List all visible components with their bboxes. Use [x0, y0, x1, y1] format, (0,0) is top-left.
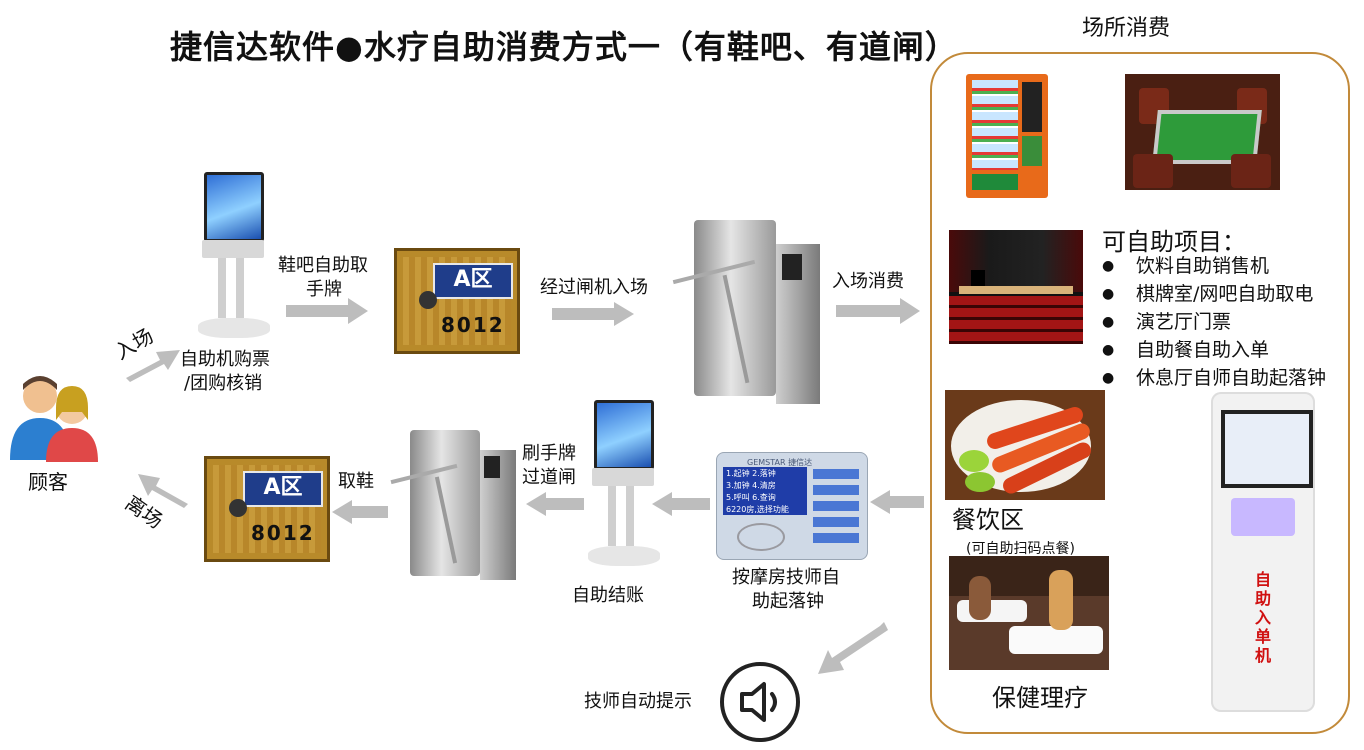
enter-arrow	[126, 350, 180, 382]
locker-zone-bottom: A区	[243, 471, 323, 507]
theater-image	[949, 230, 1083, 344]
locker-zone-top: A区	[433, 263, 513, 299]
turnstile-gate-top	[664, 214, 824, 406]
project-item: 饮料自助销售机	[1102, 252, 1326, 280]
project-item: 棋牌室/网吧自助取电	[1102, 280, 1326, 308]
tech-prompt-label: 技师自动提示	[584, 691, 692, 712]
terminal-line: 6220房,选择功能	[726, 505, 789, 514]
mahjong-room-image	[1125, 74, 1280, 190]
speaker-icon	[720, 662, 800, 742]
arrow-to-speaker	[818, 622, 888, 674]
arrow-from-venue	[870, 490, 924, 514]
shoe-get-label-2: 手牌	[306, 279, 342, 300]
seafood-image	[945, 390, 1105, 500]
project-item: 休息厅自师自助起落钟	[1102, 364, 1326, 392]
turnstile-gate-bottom	[388, 426, 518, 584]
self-service-kiosk-top	[196, 172, 272, 342]
self-service-kiosk-bottom	[586, 400, 662, 570]
swipe-label-1: 刷手牌	[522, 443, 576, 464]
arrow-to-exit-gate	[526, 492, 584, 516]
kiosk-text-char: 助	[1254, 589, 1271, 608]
venue-frame	[930, 52, 1350, 734]
arrow-to-gate	[552, 302, 634, 326]
massage-label-1: 按摩房技师自	[732, 567, 840, 588]
terminal-brand: GEMSTAR 捷信达	[747, 458, 813, 467]
venue-title: 场所消费	[1082, 16, 1171, 41]
arrow-to-venue	[836, 298, 920, 324]
health-label: 保健理疗	[992, 684, 1088, 712]
arrow-to-checkout	[652, 492, 710, 516]
arrow-to-locker	[286, 298, 368, 324]
gate-enter-label: 经过闸机入场	[540, 277, 648, 298]
dining-note: (可自助扫码点餐)	[966, 541, 1075, 557]
vending-machine-image	[966, 74, 1048, 198]
massage-label-2: 助起落钟	[752, 591, 824, 612]
shoe-get-label-1: 鞋吧自助取	[278, 255, 368, 276]
terminal-line: 5.呼叫 6.查询	[726, 493, 776, 502]
order-kiosk-image: 自 助 入 单 机	[1211, 392, 1315, 712]
project-item: 自助餐自助入单	[1102, 336, 1326, 364]
kiosk-text-char: 机	[1254, 646, 1271, 665]
dining-label: 餐饮区	[952, 506, 1024, 534]
project-item: 演艺厅门票	[1102, 308, 1326, 336]
self-checkout-label: 自助结账	[572, 585, 644, 606]
kiosk-text-char: 单	[1254, 627, 1271, 646]
locker-number-bottom: 8012	[251, 521, 315, 545]
leave-arrow	[138, 474, 188, 508]
venue-consume-label: 入场消费	[832, 271, 904, 292]
locker-number-top: 8012	[441, 313, 505, 337]
customer-icon	[10, 376, 98, 462]
terminal-line: 1.起钟 2.落钟	[726, 469, 776, 478]
swipe-label-2: 过道闸	[522, 467, 576, 488]
kiosk-buy-label-1: 自助机购票	[180, 349, 270, 370]
massage-image	[949, 556, 1109, 670]
locker-tag-bottom: A区 8012	[204, 456, 330, 562]
project-list: 饮料自助销售机 棋牌室/网吧自助取电 演艺厅门票 自助餐自助入单 休息厅自师自助…	[1102, 252, 1326, 392]
massage-terminal: GEMSTAR 捷信达 1.起钟 2.落钟 3.加钟 4.清房 5.呼叫 6.查…	[716, 452, 868, 560]
kiosk-text-char: 入	[1254, 608, 1271, 627]
arrow-to-locker-bottom	[332, 500, 388, 524]
kiosk-text-char: 自	[1254, 570, 1271, 589]
customer-label: 顾客	[28, 470, 68, 494]
locker-tag-top: A区 8012	[394, 248, 520, 354]
take-shoes-label: 取鞋	[338, 471, 374, 492]
kiosk-buy-label-2: /团购核销	[184, 373, 263, 394]
page-title: 捷信达软件●水疗自助消费方式一（有鞋吧、有道闸）	[170, 28, 958, 66]
terminal-line: 3.加钟 4.清房	[726, 481, 776, 490]
